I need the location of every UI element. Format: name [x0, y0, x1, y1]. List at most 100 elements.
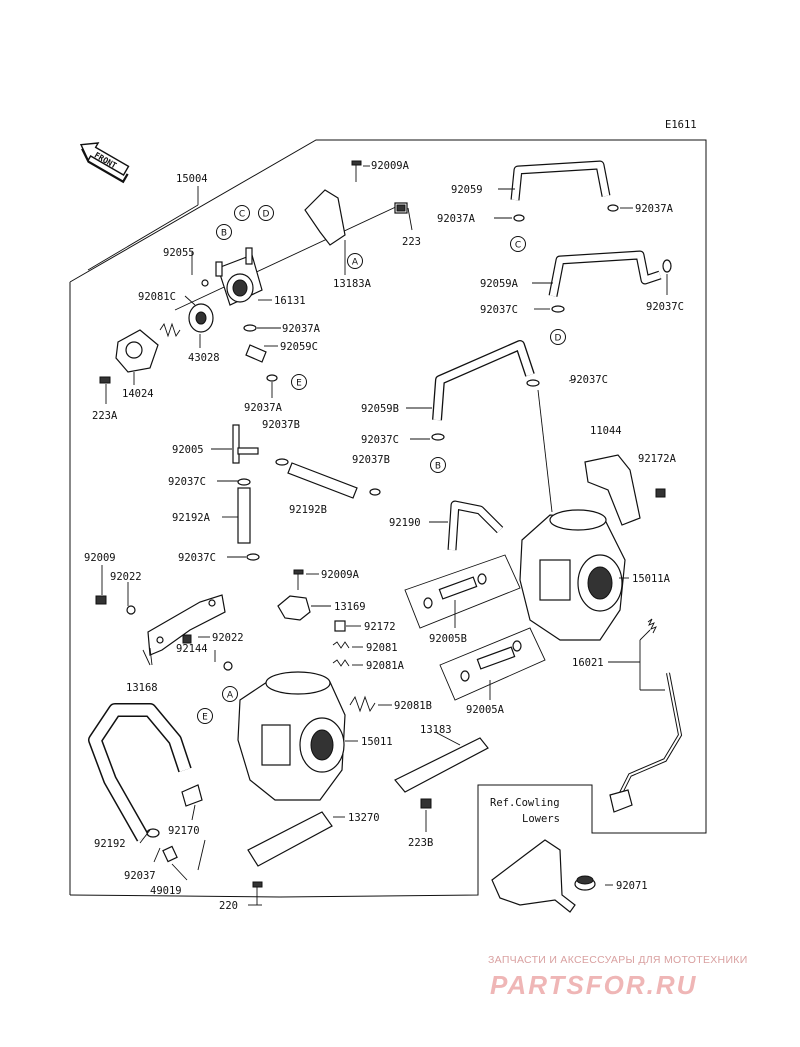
- ref-note-line2: Lowers: [522, 813, 560, 825]
- bolt-223-part: [394, 202, 408, 214]
- label-13270: 13270: [348, 812, 380, 824]
- label-92059: 92059: [451, 184, 483, 196]
- svg-text:D: D: [263, 210, 270, 220]
- label-11044: 11044: [590, 425, 622, 437]
- bolt-223a-part: [99, 376, 111, 384]
- diaphragm-43028-part: [188, 303, 214, 333]
- bracket-13168-part: [147, 594, 226, 666]
- washer-92022-top-part: [126, 605, 136, 615]
- label-92081: 92081: [366, 642, 398, 654]
- diagram-frame: [69, 139, 707, 898]
- grommet-92071-part: [574, 875, 596, 891]
- cowling-bracket-part: [491, 839, 576, 913]
- label-92081c: 92081C: [138, 291, 176, 303]
- callout-a-top: A: [347, 253, 363, 269]
- label-92037a-e: 92037A: [244, 402, 283, 414]
- label-16021: 16021: [572, 657, 604, 669]
- svg-text:B: B: [221, 229, 227, 239]
- spring-92081-part: [332, 641, 350, 649]
- callout-e-low: E: [197, 708, 213, 724]
- label-92005a: 92005A: [466, 704, 505, 716]
- svg-text:D: D: [555, 334, 562, 344]
- clamp-92037a-left-part: [243, 324, 257, 332]
- front-arrow-icon: FRONT: [79, 142, 130, 184]
- part-92172-part: [334, 620, 346, 632]
- label-92172a: 92172A: [638, 453, 677, 465]
- bracket-13270-part: [247, 811, 333, 867]
- label-13169: 13169: [334, 601, 366, 613]
- label-92005b: 92005B: [429, 633, 467, 645]
- ref-note-line1: Ref.Cowling: [490, 797, 560, 809]
- label-92037c-l2: 92037C: [178, 552, 216, 564]
- bolt-220-part: [252, 881, 263, 905]
- cover-14024-part: [115, 329, 159, 373]
- label-223b: 223B: [408, 837, 433, 849]
- label-15011: 15011: [361, 736, 393, 748]
- label-15004: 15004: [176, 173, 208, 185]
- label-92037a-r2: 92037A: [635, 203, 674, 215]
- cable-16021-part: [609, 618, 683, 813]
- label-92170: 92170: [168, 825, 200, 837]
- callout-b-mid: B: [430, 457, 446, 473]
- label-92192a: 92192A: [172, 512, 211, 524]
- label-92172: 92172: [364, 621, 396, 633]
- hose-92192b-part: [287, 462, 358, 499]
- hose-92059b-part: [432, 340, 535, 421]
- callout-c-right: C: [510, 236, 526, 252]
- svg-text:B: B: [435, 462, 441, 472]
- clamp-92037-part: [146, 828, 160, 838]
- label-92037c-m: 92037C: [570, 374, 608, 386]
- clip-92170-part: [181, 784, 203, 807]
- label-13183: 13183: [420, 724, 452, 736]
- bolt-223b-part: [420, 798, 432, 809]
- svg-text:A: A: [227, 691, 234, 701]
- fitting-92005b-part: [404, 554, 521, 629]
- label-92081a: 92081A: [366, 660, 405, 672]
- label-92009a-mid: 92009A: [321, 569, 360, 581]
- label-92037c-b: 92037C: [361, 434, 399, 446]
- label-92059a: 92059A: [480, 278, 519, 290]
- bracket-11044-part: [584, 454, 641, 526]
- label-92081b: 92081B: [394, 700, 432, 712]
- label-92192b: 92192B: [289, 504, 327, 516]
- label-92190: 92190: [389, 517, 421, 529]
- callout-e-top: E: [291, 374, 307, 390]
- label-92144: 92144: [176, 643, 208, 655]
- part-49019-part: [162, 845, 178, 863]
- label-92005: 92005: [172, 444, 204, 456]
- label-14024: 14024: [122, 388, 154, 400]
- throttle-body-part: [215, 247, 263, 306]
- bracket-13183a-part: [304, 189, 346, 246]
- oring-92055-part: [201, 279, 209, 287]
- bracket-13183-part: [394, 737, 489, 793]
- diagram-code: E1611: [665, 119, 697, 131]
- screw-92009a-mid-part: [293, 569, 304, 590]
- label-92037c-r1: 92037C: [480, 304, 518, 316]
- label-92009: 92009: [84, 552, 116, 564]
- callout-b-top: B: [216, 224, 232, 240]
- callout-c-top: C: [234, 205, 250, 221]
- label-92055: 92055: [163, 247, 195, 259]
- label-92059b: 92059B: [361, 403, 399, 415]
- callout-a-low: A: [222, 686, 238, 702]
- spring-92081c-part: [159, 322, 181, 338]
- label-92022-1: 92022: [110, 571, 142, 583]
- label-43028: 43028: [188, 352, 220, 364]
- label-220: 220: [219, 900, 238, 912]
- spring-92081a-part: [332, 659, 350, 667]
- watermark-line1: ЗАПЧАСТИ И АКСЕССУАРЫ ДЛЯ МОТОТЕХНИКИ: [488, 954, 748, 966]
- label-92071: 92071: [616, 880, 648, 892]
- hose-92192a-part: [237, 487, 251, 544]
- watermark-logo: PARTSFOR.RU: [490, 970, 697, 1000]
- spring-92081b-part: [349, 695, 376, 713]
- label-223: 223: [402, 236, 421, 248]
- shaft-line: [174, 204, 401, 311]
- label-92037b-1: 92037B: [262, 419, 300, 431]
- hose-92059c-part: [245, 344, 267, 363]
- bolt-92009-part: [95, 595, 107, 605]
- svg-text:E: E: [296, 379, 302, 389]
- label-92192: 92192: [94, 838, 126, 850]
- fitting-92005a-part: [439, 627, 546, 701]
- screw-92009a-top-part: [351, 160, 362, 182]
